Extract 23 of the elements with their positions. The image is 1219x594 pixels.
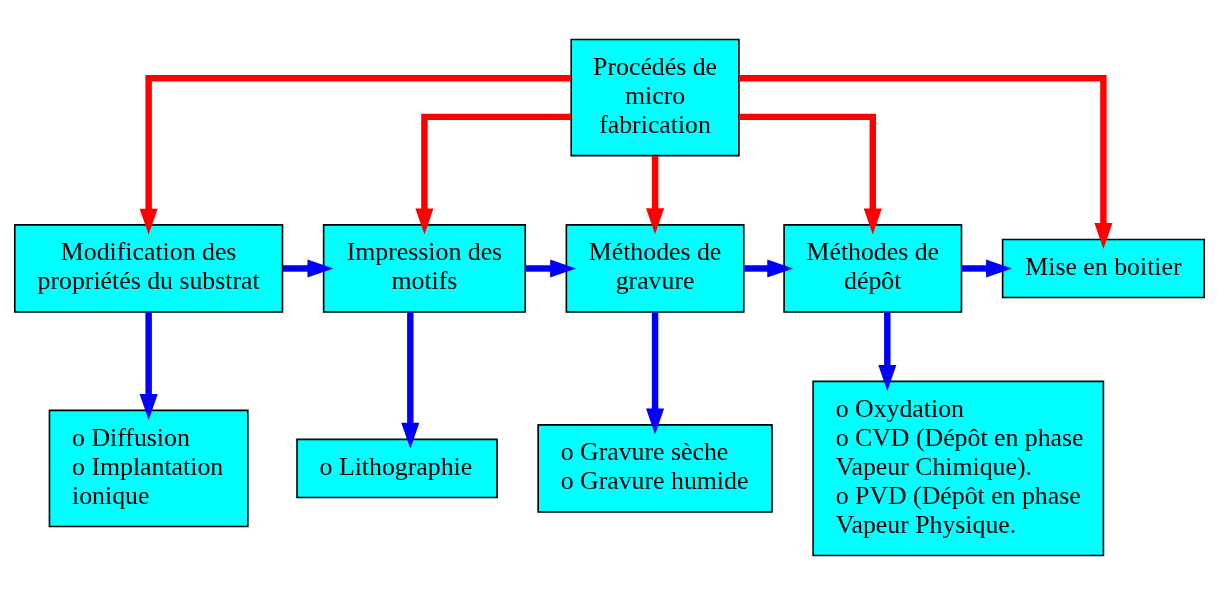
node-box: Impression des motifs bbox=[322, 223, 527, 313]
arrow bbox=[646, 155, 665, 234]
arrow bbox=[646, 311, 665, 434]
arrow bbox=[961, 258, 1012, 278]
node-box: o Gravure sèche o Gravure humide bbox=[537, 423, 773, 513]
arrow bbox=[401, 311, 420, 449]
node-box: o Oxydation o CVD (Dépôt en phase Vapeur Chimique). o PVD (Dépôt en phase Vapeur Physique. bbox=[812, 380, 1105, 556]
arrow bbox=[525, 258, 577, 278]
arrow bbox=[282, 258, 334, 278]
arrow bbox=[739, 74, 1113, 249]
arrow bbox=[739, 113, 882, 234]
node-box: Mise en boitier bbox=[1001, 238, 1206, 298]
node-box: o Diffusion o Implantation ionique bbox=[48, 409, 249, 527]
node-box: Méthodes de gravure bbox=[565, 223, 745, 313]
arrow bbox=[139, 74, 571, 235]
arrow bbox=[878, 311, 897, 391]
node-box: Modification des propriétés du substrat bbox=[13, 223, 284, 313]
node-box: Méthodes de dépôt bbox=[783, 223, 963, 313]
node-box: o Lithographie bbox=[296, 438, 498, 498]
node-box: Procédés de micro fabrication bbox=[570, 38, 740, 156]
arrow bbox=[139, 311, 158, 420]
arrow bbox=[744, 258, 794, 278]
arrow bbox=[415, 113, 572, 234]
